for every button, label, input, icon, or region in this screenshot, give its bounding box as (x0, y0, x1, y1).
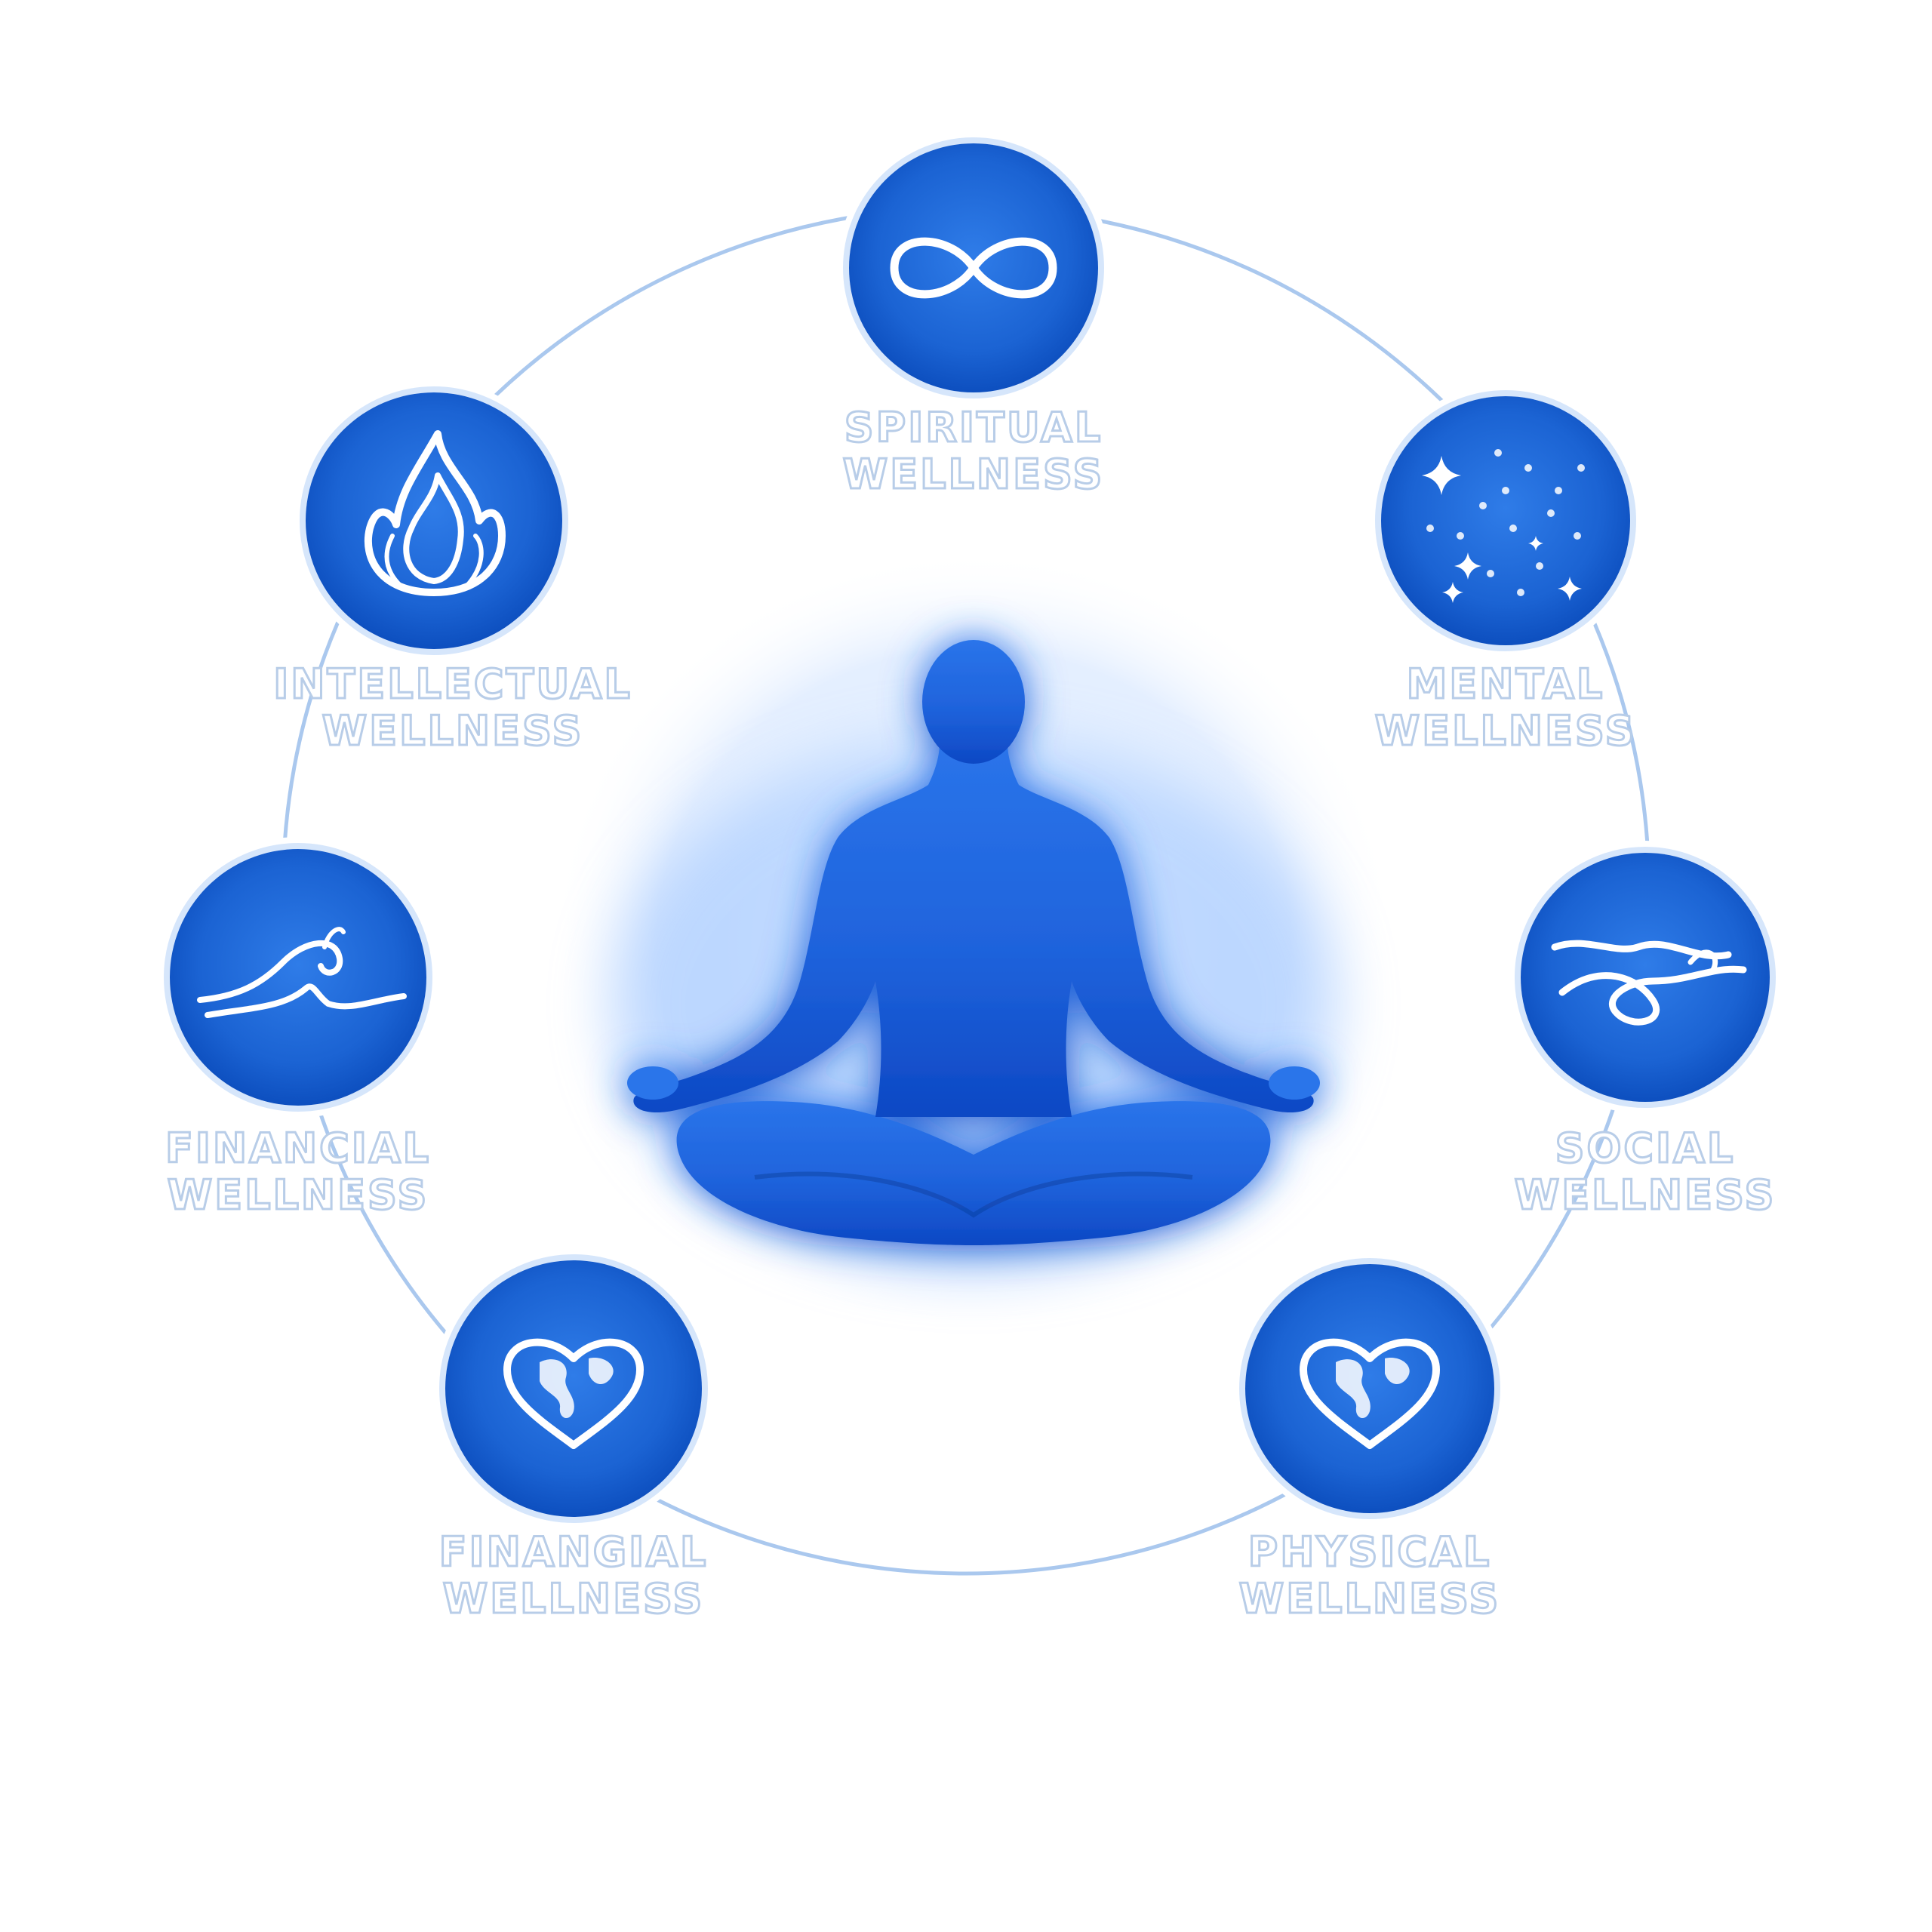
node-label-line1: SOCIAL (1555, 1124, 1736, 1172)
wind-swirl-icon (1551, 940, 1747, 1026)
flame-icon (364, 430, 506, 596)
node-label-line2: WELLNESS (322, 707, 584, 755)
node-label-line1: FINANGIAL (439, 1528, 709, 1576)
heart-globe-icon (1300, 1338, 1440, 1449)
node-disc (1521, 853, 1770, 1102)
node-outline (300, 386, 568, 655)
node-outline (1515, 847, 1776, 1108)
node-disc (1245, 1264, 1494, 1513)
wellness-nodes: SPIRITUALWELLNESSMENTALWELLNESSSOCIALWEL… (158, 131, 1782, 1624)
node-label-line1: SPIRITUAL (844, 404, 1103, 451)
node-label-line2: WELLNESS (1239, 1575, 1501, 1623)
node-disc (170, 849, 426, 1106)
node-label-line1: INTELLECTUAL (273, 660, 632, 708)
node-label-line2: WELLNESS (168, 1171, 429, 1219)
node-outline (1375, 390, 1636, 651)
node-disc (1381, 396, 1630, 645)
infinity-icon (890, 237, 1057, 299)
node-label-line1: PHYSICAL (1248, 1528, 1492, 1576)
node-disc (306, 392, 562, 649)
meditation-figure-icon (627, 640, 1320, 1245)
node-label-line2: WELLNESS (443, 1575, 705, 1623)
node-label-line2: WELLNESS (1375, 707, 1637, 755)
node-label-line2: WELLNESS (1515, 1171, 1777, 1219)
node-outline (843, 137, 1104, 398)
node-outline (164, 843, 432, 1112)
center-figure (551, 551, 1396, 1336)
node-label-line1: MENTAL (1407, 660, 1605, 708)
heart-globe-icon (503, 1338, 644, 1449)
stars-icon (1422, 449, 1585, 603)
wave-icon (197, 927, 407, 1018)
node-disc (445, 1260, 702, 1517)
node-label-line1: FINANCIAL (165, 1124, 431, 1172)
node-label-line2: WELLNESS (843, 451, 1105, 498)
node-outline (1239, 1258, 1500, 1519)
node-outline (439, 1254, 708, 1523)
